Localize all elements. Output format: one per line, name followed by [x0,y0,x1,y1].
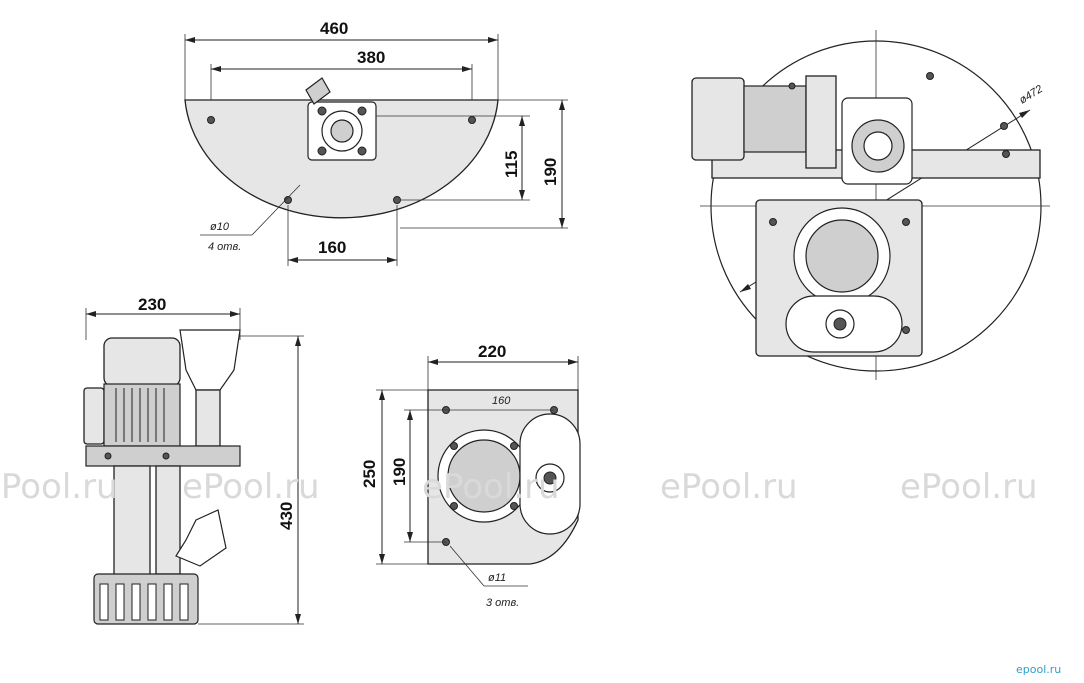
note-3-holes: 3 отв. [486,597,519,609]
watermark-3: ePool.ru [422,467,560,507]
plate-view: 220 160 250 190 ø11 3 отв. [360,342,581,609]
dim-380: 380 [357,48,385,67]
watermark-5: ePool.ru [900,467,1038,507]
dim-160-plate: 160 [492,395,511,407]
dim-430: 430 [277,502,296,530]
top-hole-left [207,116,215,124]
dim-230: 230 [138,295,166,314]
dim-460: 460 [320,19,348,38]
top-hole-bottom-right [393,196,401,204]
note-4-holes: 4 отв. [208,241,241,253]
note-hole-d11: ø11 [488,572,506,584]
dim-115: 115 [502,151,521,178]
round-view: ø472 [691,30,1050,380]
brand-logo: epool.ru [1016,663,1061,676]
dim-circle-diameter: ø472 [1017,83,1045,106]
top-view: 460 380 115 190 [184,19,568,266]
watermark-4: ePool.ru [660,467,798,507]
top-hole-right [468,116,476,124]
watermark-1: ePool.ru [0,467,118,507]
watermark-2: ePool.ru [182,467,320,507]
note-hole-d10: ø10 [210,221,230,233]
dim-160-top: 160 [318,238,346,257]
dim-220: 220 [478,342,506,361]
side-view: 230 430 [83,295,304,625]
dim-190-plate: 190 [390,458,409,486]
top-hole-bottom-left [284,196,292,204]
dim-190: 190 [541,158,560,186]
dim-250: 250 [360,460,379,488]
